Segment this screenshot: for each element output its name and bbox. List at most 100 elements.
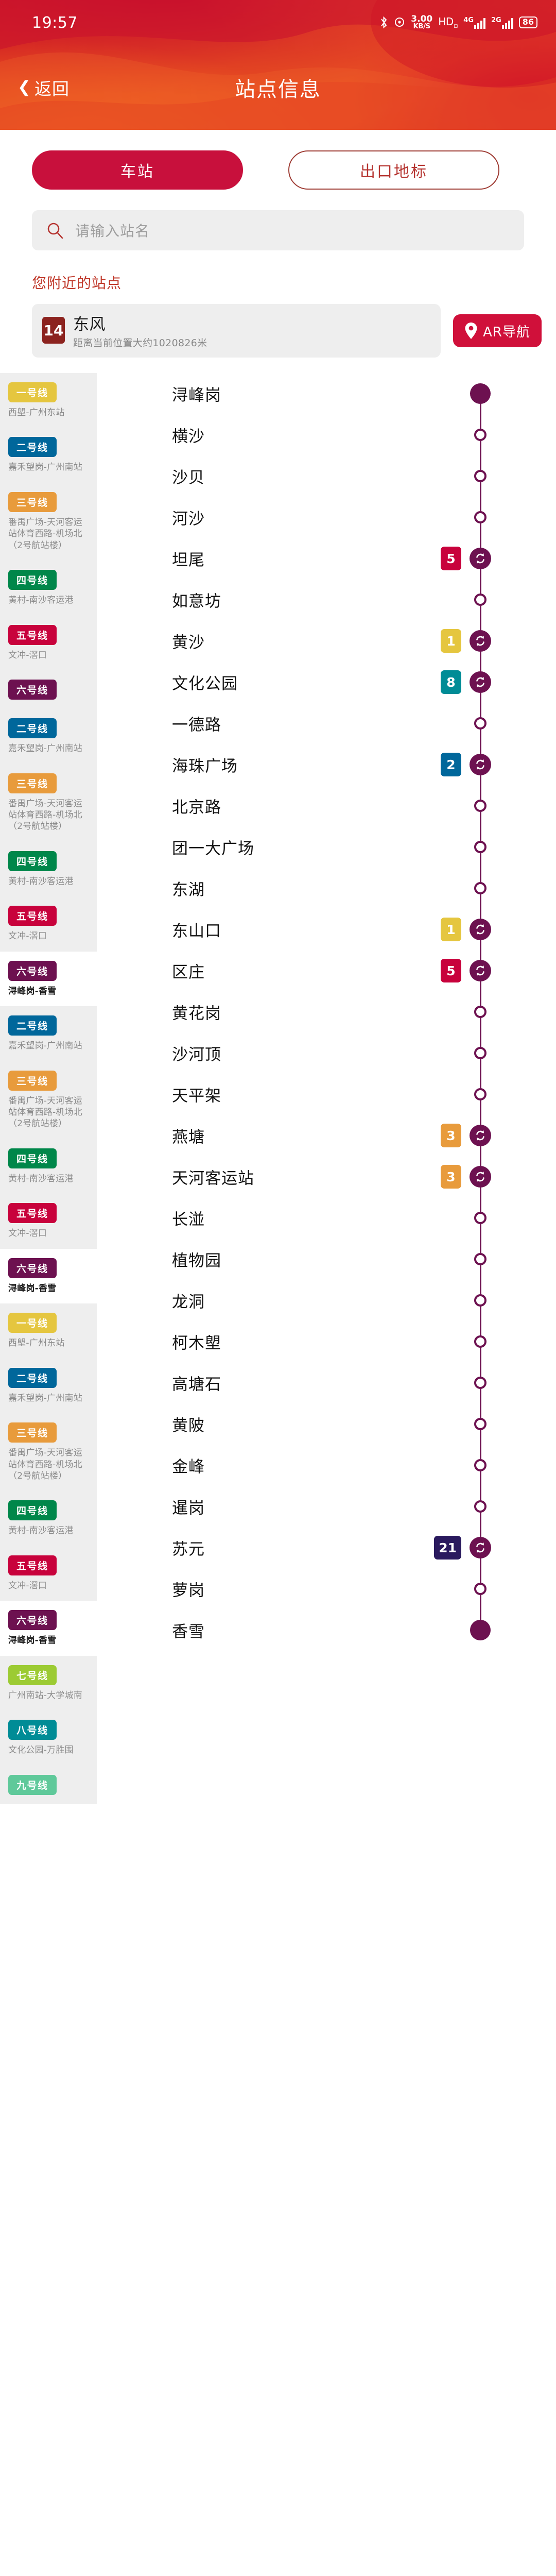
station-row[interactable]: 萝岗	[116, 1568, 556, 1609]
sim1-signal-bars	[474, 18, 486, 29]
sidebar-item-line[interactable]: 八号线文化公园-万胜围	[0, 1710, 97, 1766]
station-row[interactable]: 北京路	[116, 785, 556, 826]
line-route-label: 西塱-广州东站	[8, 408, 65, 418]
station-name: 香雪	[172, 1622, 205, 1641]
sidebar-item-line[interactable]: 五号线文冲-滘口	[0, 896, 97, 952]
tab-exit-landmarks[interactable]: 出口地标	[288, 150, 499, 190]
sidebar-item-line[interactable]: 五号线文冲-滘口	[0, 1546, 97, 1601]
rail-line	[480, 394, 481, 414]
sidebar-item-line[interactable]: 五号线文冲-滘口	[0, 615, 97, 671]
sidebar-item-line[interactable]: 四号线黄村-南沙客运港	[0, 561, 97, 616]
nearby-section-title: 您附近的站点	[32, 275, 122, 292]
station-name: 黄沙	[172, 633, 205, 652]
station-row[interactable]: 东湖	[116, 868, 556, 909]
app-header: 19:57 3.00 KB/S HD▫ 4G 2G 86	[0, 0, 556, 130]
line-sidebar: 一号线西塱-广州东站二号线嘉禾望岗-广州南站三号线番禺广场-天河客运站体育西路-…	[0, 373, 97, 1804]
sidebar-item-line[interactable]: 七号线广州南站-大学城南	[0, 1655, 97, 1711]
line-rail-segment	[465, 1074, 496, 1115]
sidebar-item-line[interactable]: 一号线西塱-广州东站	[0, 1303, 97, 1359]
station-row[interactable]: 河沙	[116, 497, 556, 538]
station-row[interactable]: 天平架	[116, 1074, 556, 1115]
nearby-station-name: 东风	[73, 315, 106, 334]
station-name: 东湖	[172, 880, 205, 900]
line-route-label: 番禺广场-天河客运站体育西路-机场北（2号航站楼）	[8, 798, 82, 832]
station-dot-icon	[474, 841, 486, 853]
station-row[interactable]: 金峰	[116, 1445, 556, 1486]
sidebar-item-line[interactable]: 一号线西塱-广州东站	[0, 373, 97, 428]
sidebar-item-line[interactable]: 五号线文冲-滘口	[0, 1194, 97, 1249]
line-rail-segment	[465, 1527, 496, 1568]
station-row[interactable]: 团一大广场	[116, 826, 556, 868]
line-chip: 四号线	[8, 570, 57, 590]
sidebar-item-line[interactable]: 四号线黄村-南沙客运港	[0, 1139, 97, 1194]
station-row[interactable]: 黄沙 1	[116, 620, 556, 662]
terminus-dot-icon	[470, 1620, 491, 1640]
station-row[interactable]: 浔峰岗	[116, 373, 556, 414]
station-name: 植物园	[172, 1251, 221, 1270]
map-pin-icon	[465, 323, 477, 339]
station-dot-icon	[474, 1047, 486, 1059]
station-row[interactable]: 龙洞	[116, 1280, 556, 1321]
station-row[interactable]: 一德路	[116, 703, 556, 744]
line-route-label: 嘉禾望岗-广州南站	[8, 462, 82, 473]
sidebar-item-line[interactable]: 四号线黄村-南沙客运港	[0, 1491, 97, 1546]
station-row[interactable]: 柯木塱	[116, 1321, 556, 1362]
station-dot-icon	[474, 511, 486, 523]
station-row[interactable]: 高塘石	[116, 1362, 556, 1403]
search-input[interactable]: 请输入站名	[32, 210, 524, 250]
line-chip: 三号线	[8, 1422, 57, 1443]
transfer-line-badge: 1	[441, 629, 461, 653]
sidebar-item-line[interactable]: 三号线番禺广场-天河客运站体育西路-机场北（2号航站楼）	[0, 1061, 97, 1139]
transfer-line-badge: 2	[441, 753, 461, 776]
station-row[interactable]: 暹岗	[116, 1486, 556, 1527]
line-route-label: 文化公园-万胜围	[8, 1745, 74, 1756]
sidebar-item-line[interactable]: 六号线	[0, 670, 97, 709]
sidebar-item-line[interactable]: 三号线番禺广场-天河客运站体育西路-机场北（2号航站楼）	[0, 482, 97, 561]
sidebar-item-line[interactable]: 二号线嘉禾望岗-广州南站	[0, 709, 97, 764]
station-row[interactable]: 长湴	[116, 1197, 556, 1239]
tab-stations[interactable]: 车站	[32, 150, 243, 190]
sidebar-item-line[interactable]: 三号线番禺广场-天河客运站体育西路-机场北（2号航站楼）	[0, 764, 97, 842]
sidebar-item-line[interactable]: 六号线浔峰岗-香雪	[0, 951, 97, 1007]
line-rail-segment	[465, 1280, 496, 1321]
line-chip: 五号线	[8, 1203, 57, 1224]
sidebar-item-line[interactable]: 六号线浔峰岗-香雪	[0, 1248, 97, 1304]
station-row[interactable]: 沙贝	[116, 455, 556, 497]
station-row[interactable]: 香雪	[116, 1609, 556, 1651]
sidebar-item-line[interactable]: 三号线番禺广场-天河客运站体育西路-机场北（2号航站楼）	[0, 1413, 97, 1492]
line-chip: 二号线	[8, 1367, 57, 1388]
station-name: 天河客运站	[172, 1169, 254, 1188]
line-chip: 五号线	[8, 906, 57, 926]
sidebar-item-line[interactable]: 二号线嘉禾望岗-广州南站	[0, 1006, 97, 1061]
line-rail-segment	[465, 414, 496, 455]
station-row[interactable]: 如意坊	[116, 579, 556, 620]
station-row[interactable]: 植物园	[116, 1239, 556, 1280]
sidebar-item-line[interactable]: 九号线	[0, 1765, 97, 1804]
station-row[interactable]: 横沙	[116, 414, 556, 455]
line-route-label: 文冲-滘口	[8, 1228, 47, 1239]
sidebar-item-line[interactable]: 二号线嘉禾望岗-广州南站	[0, 1358, 97, 1414]
station-row[interactable]: 黄陂	[116, 1403, 556, 1445]
line-route-label: 文冲-滘口	[8, 650, 47, 660]
ar-navigation-button[interactable]: AR导航	[453, 314, 542, 347]
station-dot-icon	[474, 1583, 486, 1595]
back-button[interactable]: ❮ 返回	[18, 75, 70, 100]
station-row[interactable]: 黄花岗	[116, 991, 556, 1032]
nearby-station-card[interactable]: 14 东风 距离当前位置大约1020826米	[32, 304, 441, 358]
sidebar-item-line[interactable]: 二号线嘉禾望岗-广州南站	[0, 428, 97, 483]
line-route-label: 文冲-滘口	[8, 931, 47, 942]
sidebar-item-line[interactable]: 六号线浔峰岗-香雪	[0, 1601, 97, 1656]
line-rail-segment	[465, 950, 496, 991]
title-bar: ❮ 返回 站点信息	[0, 45, 556, 130]
station-row[interactable]: 沙河顶	[116, 1032, 556, 1074]
sidebar-item-line[interactable]: 四号线黄村-南沙客运港	[0, 841, 97, 897]
line-rail-segment	[465, 868, 496, 909]
